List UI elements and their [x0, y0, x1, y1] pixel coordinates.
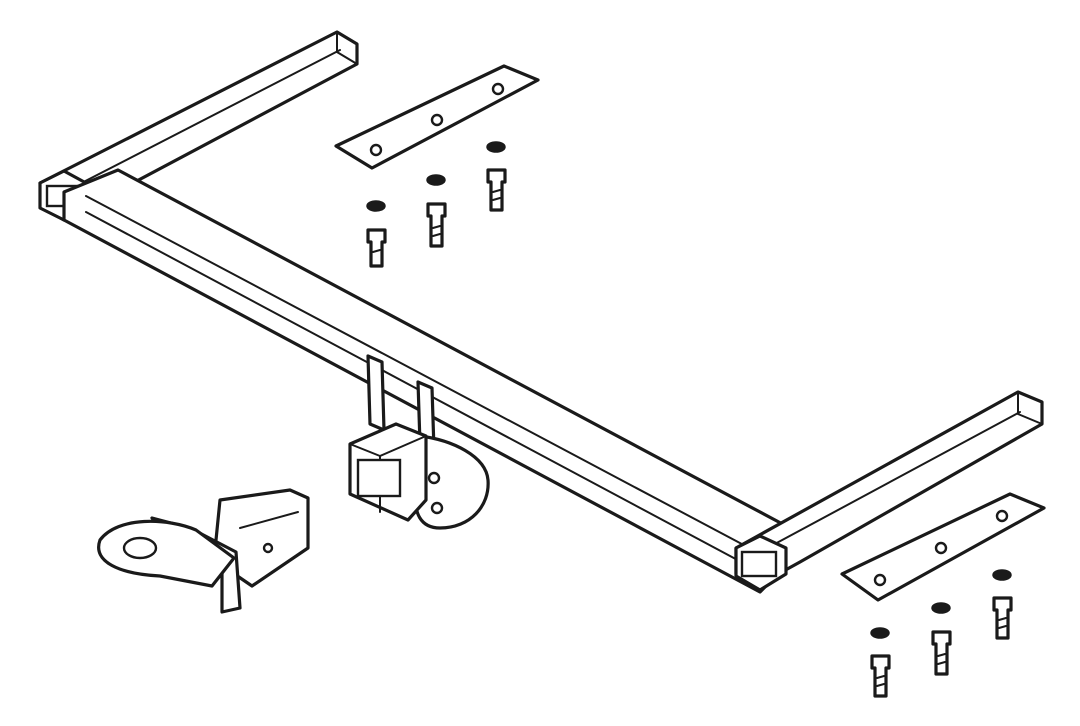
- right-bolt-set: [870, 569, 1013, 698]
- left-bolt-set: [366, 141, 507, 268]
- right-side-arm: [734, 390, 1044, 592]
- left-mounting-plate: [334, 64, 540, 170]
- right-mounting-plate: [840, 492, 1046, 602]
- receiver-hitch: [348, 354, 490, 530]
- ball-mount-drawbar: [97, 488, 310, 614]
